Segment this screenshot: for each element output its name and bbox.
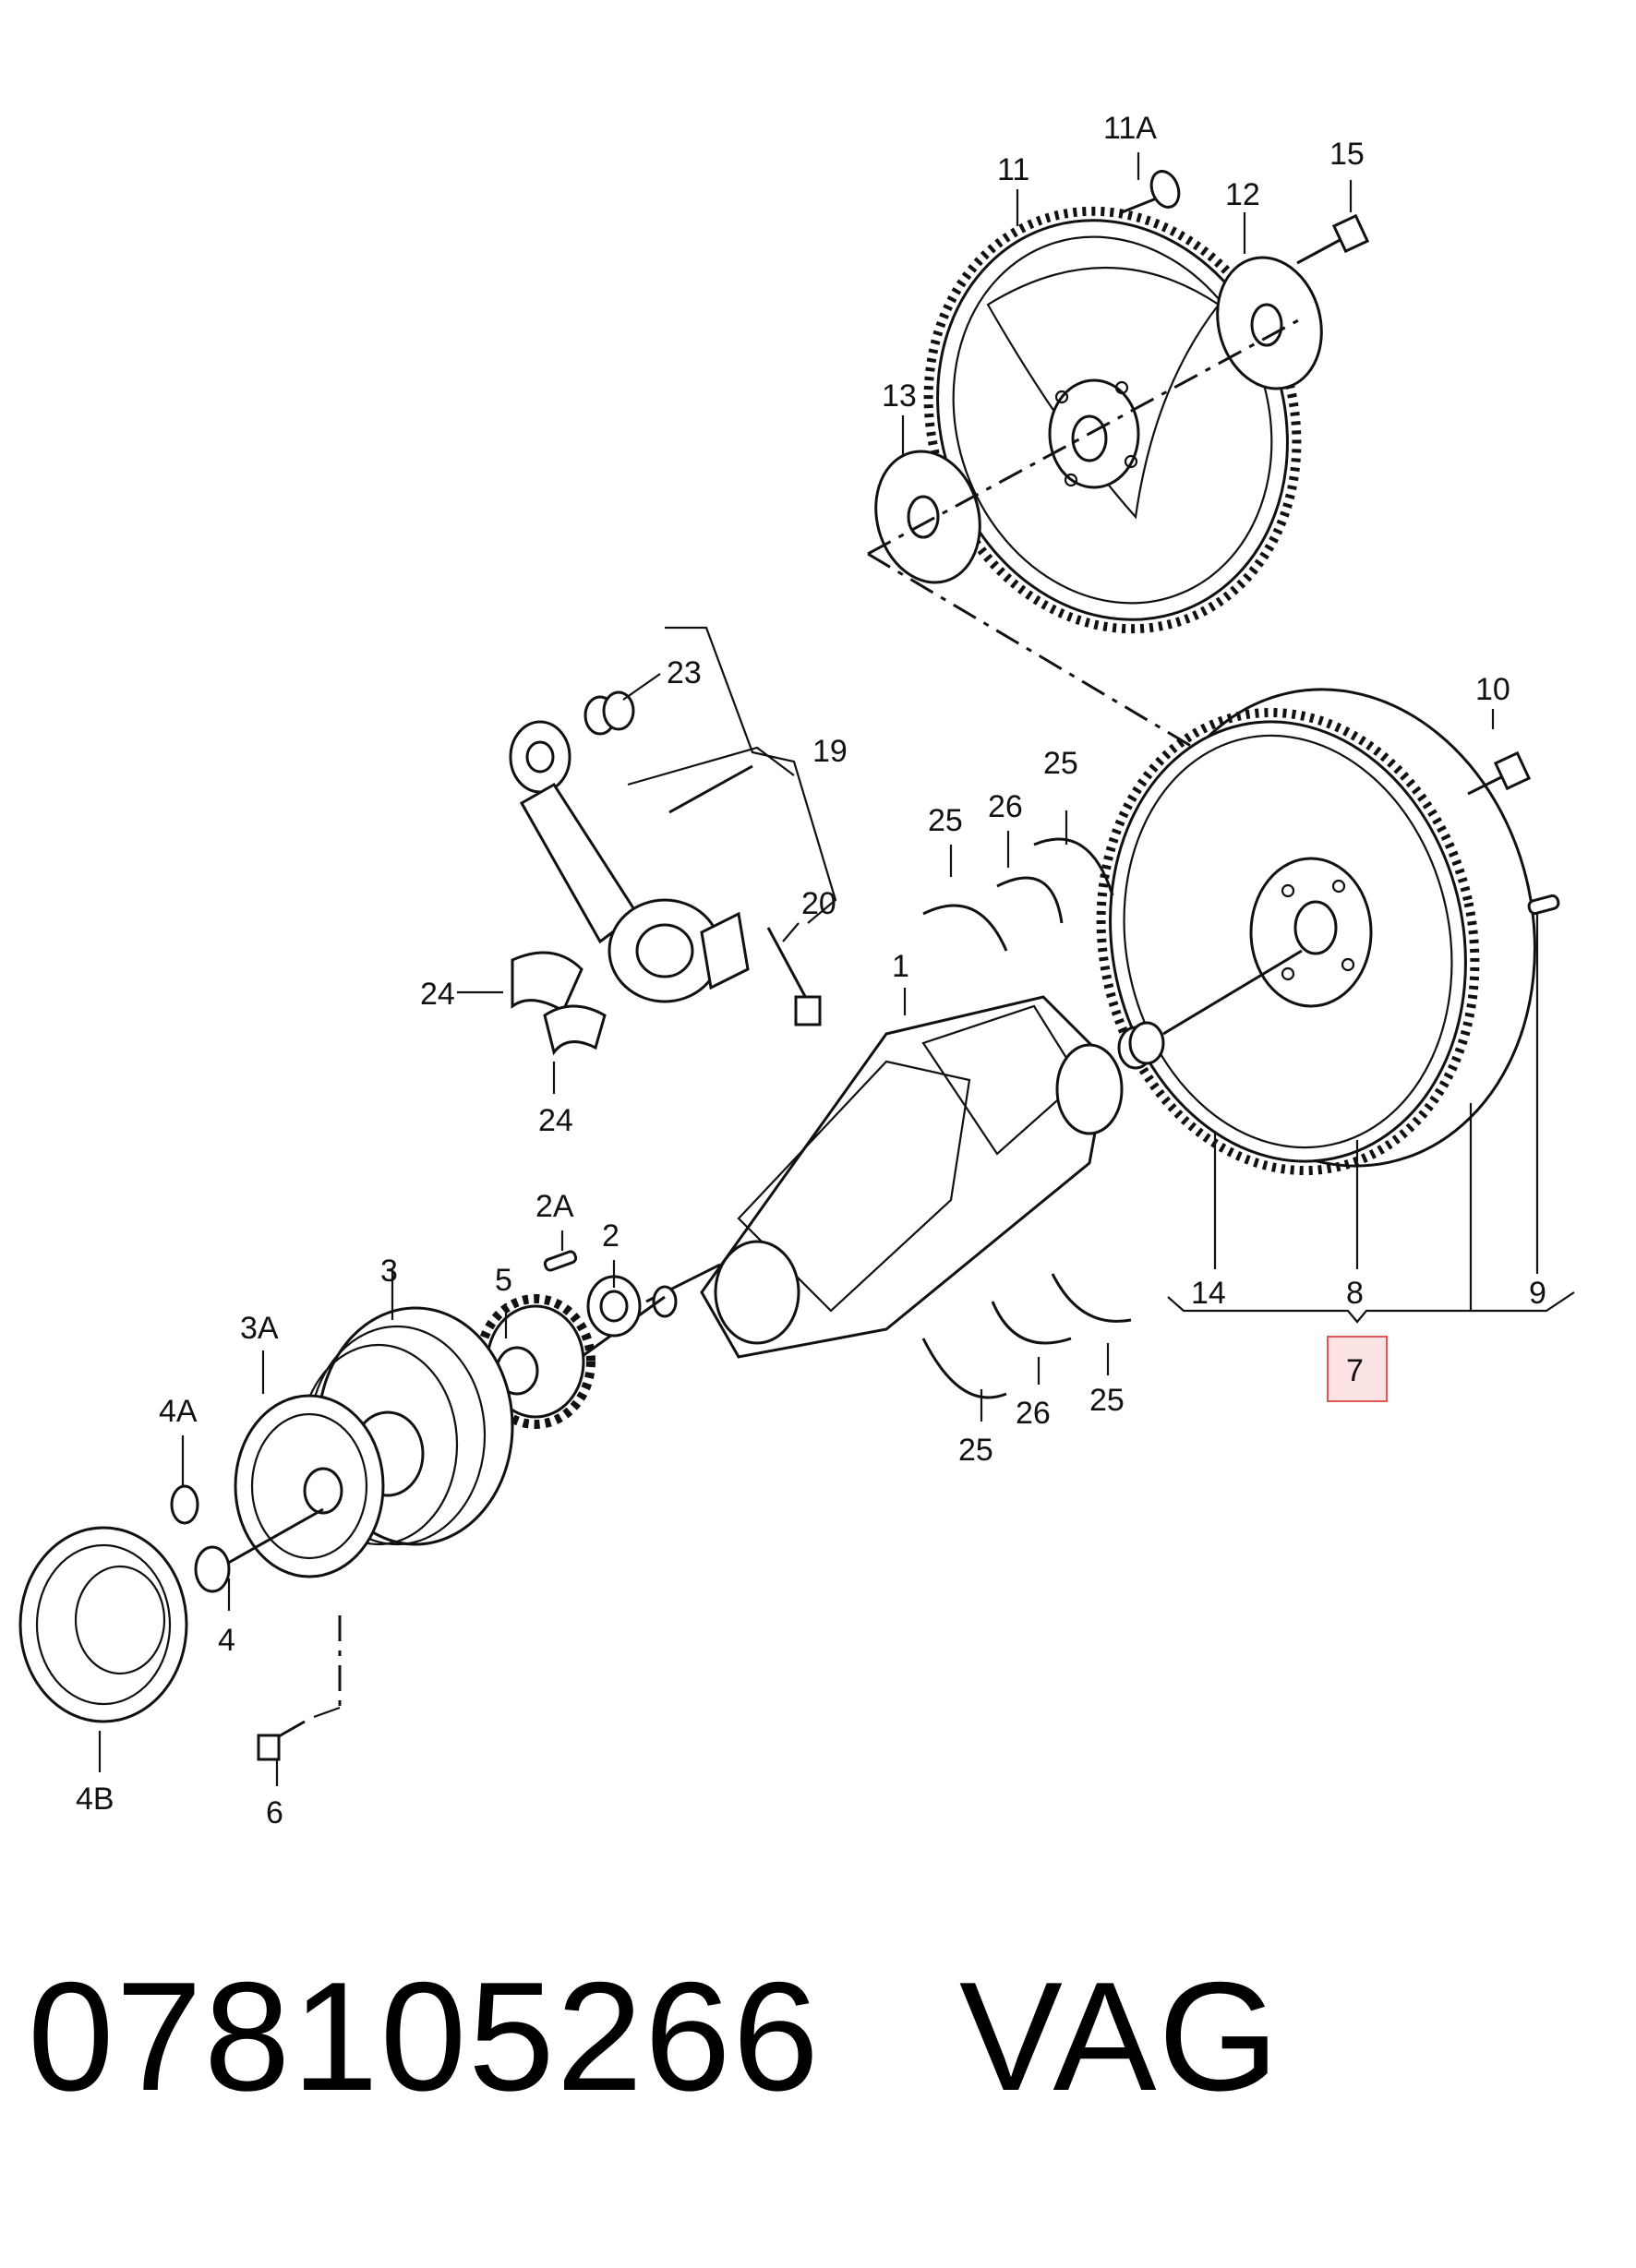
leader-lines — [98, 152, 1575, 1786]
label-4b: 4B — [76, 1782, 114, 1817]
label-1: 1 — [892, 949, 909, 984]
assembly-axis-line — [867, 552, 1210, 759]
label-13: 13 — [882, 378, 917, 414]
woodruff-key-2a — [543, 1250, 578, 1272]
crankshaft-part — [645, 995, 1124, 1359]
label-9: 9 — [1529, 1276, 1546, 1311]
label-25-c: 25 — [958, 1433, 993, 1468]
crank-seal-2 — [586, 1275, 642, 1338]
label-26-b: 26 — [1016, 1396, 1051, 1431]
label-25-a: 25 — [928, 803, 963, 838]
bearing-shells-lower — [921, 1273, 1132, 1399]
label-10: 10 — [1475, 672, 1510, 707]
label-11a: 11A — [1103, 111, 1157, 146]
label-25-d: 25 — [1089, 1383, 1125, 1418]
bearing-shells-upper — [922, 837, 1114, 952]
label-19: 19 — [812, 734, 848, 769]
dual-mass-flywheel-part — [1096, 688, 1536, 1176]
label-26-a: 26 — [988, 789, 1023, 824]
label-4a: 4A — [159, 1394, 198, 1429]
label-12: 12 — [1225, 177, 1260, 212]
highlight-box-7 — [1327, 1336, 1388, 1402]
bolt-11 — [1121, 170, 1181, 214]
bolt-10 — [1467, 750, 1532, 796]
label-8: 8 — [1346, 1276, 1364, 1311]
central-bolt-4 — [194, 1507, 324, 1593]
bracket-line-19 — [627, 746, 795, 786]
bolt-6 — [257, 1720, 306, 1761]
small-end-bush-23 — [583, 690, 635, 736]
label-5: 5 — [495, 1263, 512, 1298]
label-11: 11 — [997, 152, 1029, 187]
connecting-rod-part — [509, 720, 750, 1003]
dowel-pin-9 — [1527, 894, 1560, 916]
label-20: 20 — [801, 886, 836, 921]
washer-4a — [170, 1484, 199, 1525]
pulley-cover-4b — [18, 1526, 188, 1723]
label-7: 7 — [1346, 1353, 1364, 1388]
part-number: 078105266 — [28, 1950, 821, 2123]
label-24-upper: 24 — [420, 977, 455, 1012]
brand-name: VAG — [958, 1950, 1281, 2123]
label-25-b: 25 — [1043, 746, 1078, 781]
label-14: 14 — [1191, 1276, 1226, 1311]
belt-pulley-3a — [234, 1394, 385, 1578]
label-2a: 2A — [535, 1189, 574, 1224]
label-4: 4 — [218, 1623, 235, 1658]
needle-bearing-14 — [1117, 1021, 1165, 1070]
rod-bolt-20 — [766, 927, 822, 1026]
part-number-caption: 078105266 VAG — [28, 1948, 1281, 2126]
assembly-axis-line — [313, 1706, 341, 1719]
label-24-lower: 24 — [538, 1103, 573, 1138]
spacer-plate-12 — [1216, 256, 1323, 390]
assembly-axis-line — [867, 317, 1303, 556]
label-2: 2 — [602, 1218, 620, 1254]
label-3a: 3A — [240, 1311, 279, 1346]
bracket-line-19 — [665, 626, 837, 924]
bracket-line-19 — [668, 764, 753, 814]
drive-plate-part — [923, 206, 1302, 634]
label-23: 23 — [667, 655, 702, 690]
label-15: 15 — [1329, 137, 1365, 172]
rod-bearing-shells-24 — [511, 951, 607, 1056]
bolt-15 — [1296, 213, 1370, 265]
axis-line — [1162, 949, 1303, 1036]
label-6: 6 — [266, 1795, 283, 1830]
label-3: 3 — [380, 1254, 398, 1289]
